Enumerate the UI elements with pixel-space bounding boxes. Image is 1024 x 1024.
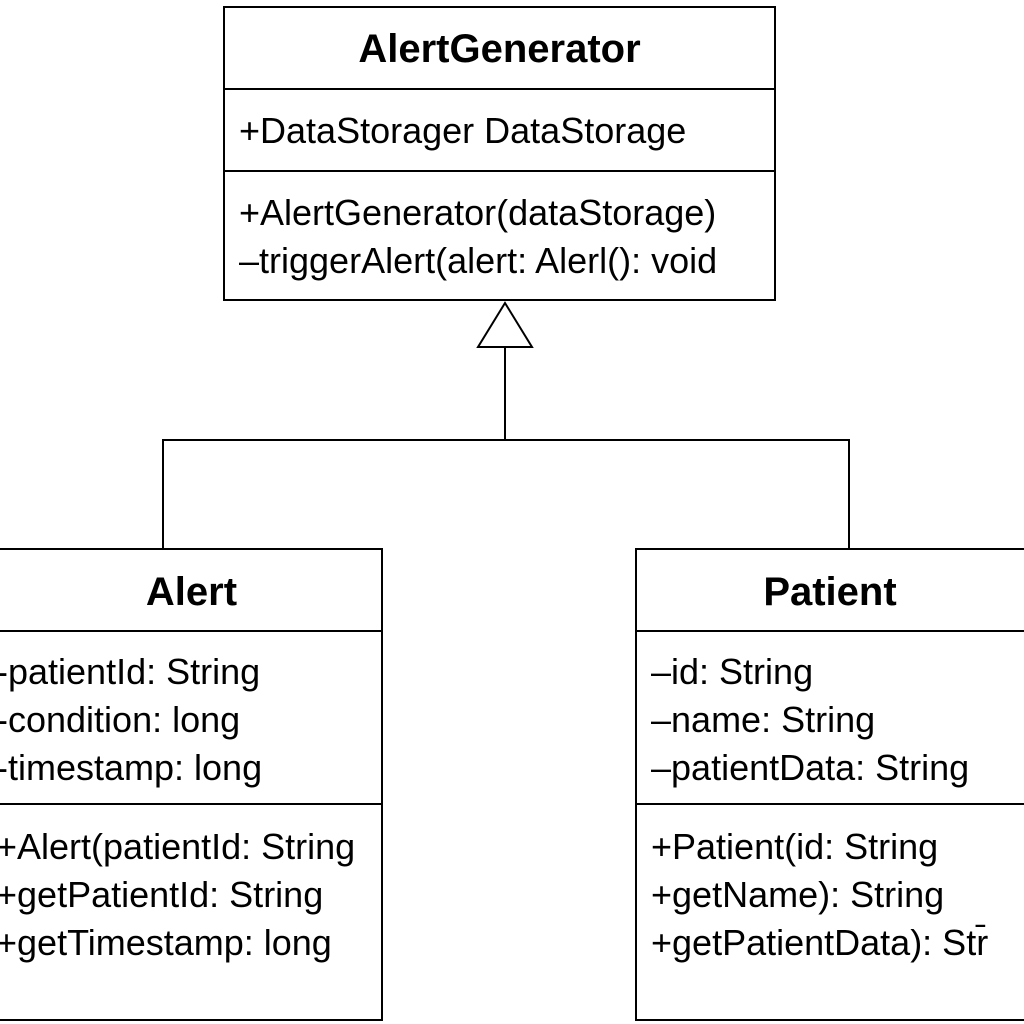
attribute: -patientId: String [0, 651, 261, 692]
attribute: +DataStorager DataStorage [239, 110, 687, 151]
attribute: –name: String [651, 699, 876, 740]
class-alert[interactable]: Alert -patientId: String -condition: lon… [0, 548, 383, 1021]
inheritance-arrowhead [476, 301, 534, 348]
attribute: –patientData: String [651, 747, 970, 788]
attributes-section: +DataStorager DataStorage [225, 90, 774, 172]
class-patient[interactable]: Patient –id: String –name: String –patie… [635, 548, 1024, 1021]
method: –triggerAlert(alert: Alerl(): void [239, 240, 718, 281]
connector-to-alert [162, 347, 506, 548]
attributes-section: –id: String –name: String –patientData: … [637, 632, 1024, 805]
class-alert-generator[interactable]: AlertGenerator +DataStorager DataStorage… [223, 6, 776, 301]
methods-section: +Patient(id: String +getName): String +g… [637, 805, 1024, 967]
method: +getPatientId: String [0, 874, 324, 915]
method: +Alert(patientId: String [0, 826, 356, 867]
connector-to-patient [505, 439, 850, 548]
class-name: Patient [637, 550, 1024, 632]
attribute: –id: String [651, 651, 814, 692]
method: +getTimestamp: long [0, 922, 332, 963]
method: +Patient(id: String [651, 826, 939, 867]
attributes-section: -patientId: String -condition: long -tim… [0, 632, 381, 805]
methods-section: +AlertGenerator(dataStorage) –triggerAle… [225, 172, 774, 285]
class-name: AlertGenerator [225, 8, 774, 90]
methods-section: +Alert(patientId: String +getPatientId: … [0, 805, 381, 967]
attribute: -condition: long [0, 699, 241, 740]
attribute: -timestamp: long [0, 747, 263, 788]
method: +AlertGenerator(dataStorage) [239, 192, 717, 233]
method: +getPatientData): Str̄ [651, 922, 989, 963]
method: +getName): String [651, 874, 945, 915]
class-name: Alert [0, 550, 381, 632]
